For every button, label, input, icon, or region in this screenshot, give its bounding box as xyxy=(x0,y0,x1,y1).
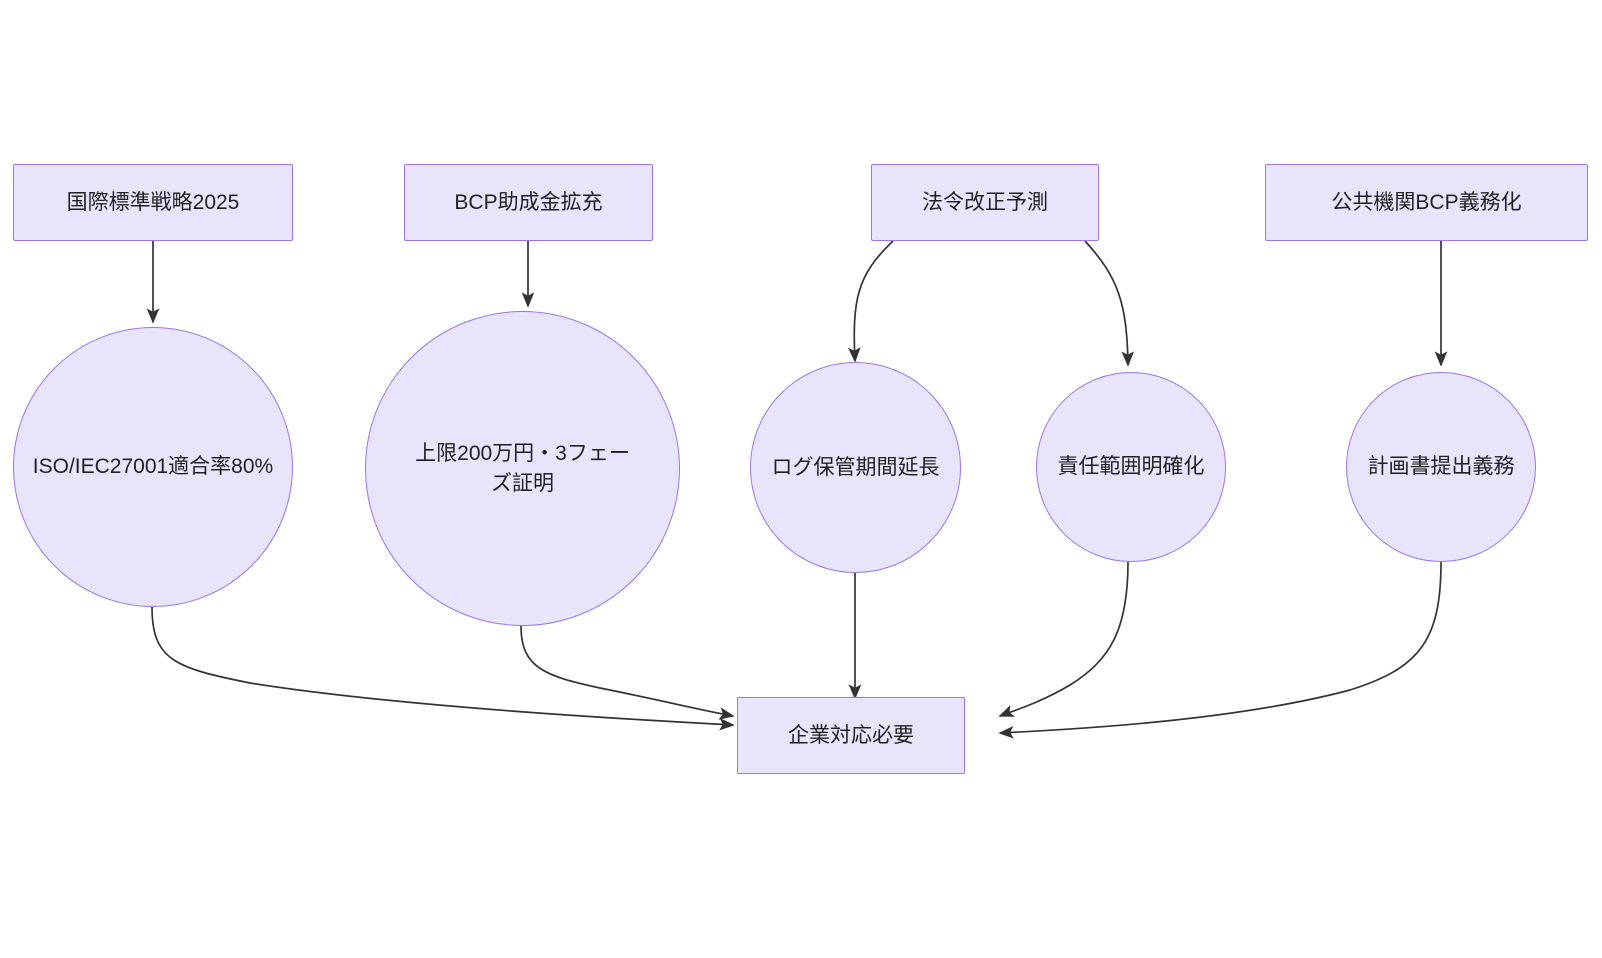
node-horei-kaisei-yosoku[interactable]: 法令改正予測 xyxy=(871,164,1099,241)
node-kokusai-hyojun-senryaku[interactable]: 国際標準戦略2025 xyxy=(13,164,293,241)
node-label: ISO/IEC27001適合率80% xyxy=(32,455,274,479)
node-sekinin-hani-meikakuka[interactable]: 責任範囲明確化 xyxy=(1036,372,1226,562)
edge-n6-n10 xyxy=(520,625,735,720)
node-label: 計画書提出義務 xyxy=(1367,455,1515,479)
node-label: 国際標準戦略2025 xyxy=(66,190,240,214)
edge-n5-n10 xyxy=(151,606,735,731)
node-joogen-200manen-3phase-shomei[interactable]: 上限200万円・3フェーズ証明 xyxy=(365,311,680,626)
node-keikakusho-teishutsu-gimu[interactable]: 計画書提出義務 xyxy=(1346,372,1536,562)
node-label: 公共機関BCP義務化 xyxy=(1331,190,1522,214)
edge-n3-n9 xyxy=(1084,240,1135,367)
node-label: 上限200万円・3フェーズ証明 xyxy=(415,441,630,495)
node-label: ログ保管期間延長 xyxy=(771,455,940,479)
node-log-hokan-kikan-encho[interactable]: ログ保管期間延長 xyxy=(750,362,961,573)
node-kigyo-taio-hitsuyo[interactable]: 企業対応必要 xyxy=(737,697,965,774)
edge-n9-n10 xyxy=(998,561,1442,739)
edge-n8-n10 xyxy=(998,561,1129,717)
node-label: 法令改正予測 xyxy=(922,190,1048,214)
node-label: 責任範囲明確化 xyxy=(1057,455,1205,479)
edge-n3-n8 xyxy=(848,240,894,363)
node-iso-iec27001-tekigoritsu[interactable]: ISO/IEC27001適合率80% xyxy=(13,327,293,607)
node-bcp-joseikin-kakuju[interactable]: BCP助成金拡充 xyxy=(404,164,653,241)
node-label: BCP助成金拡充 xyxy=(454,190,603,214)
node-kokyo-kikan-bcp-gimuka[interactable]: 公共機関BCP義務化 xyxy=(1265,164,1588,241)
node-label: 企業対応必要 xyxy=(788,723,914,747)
